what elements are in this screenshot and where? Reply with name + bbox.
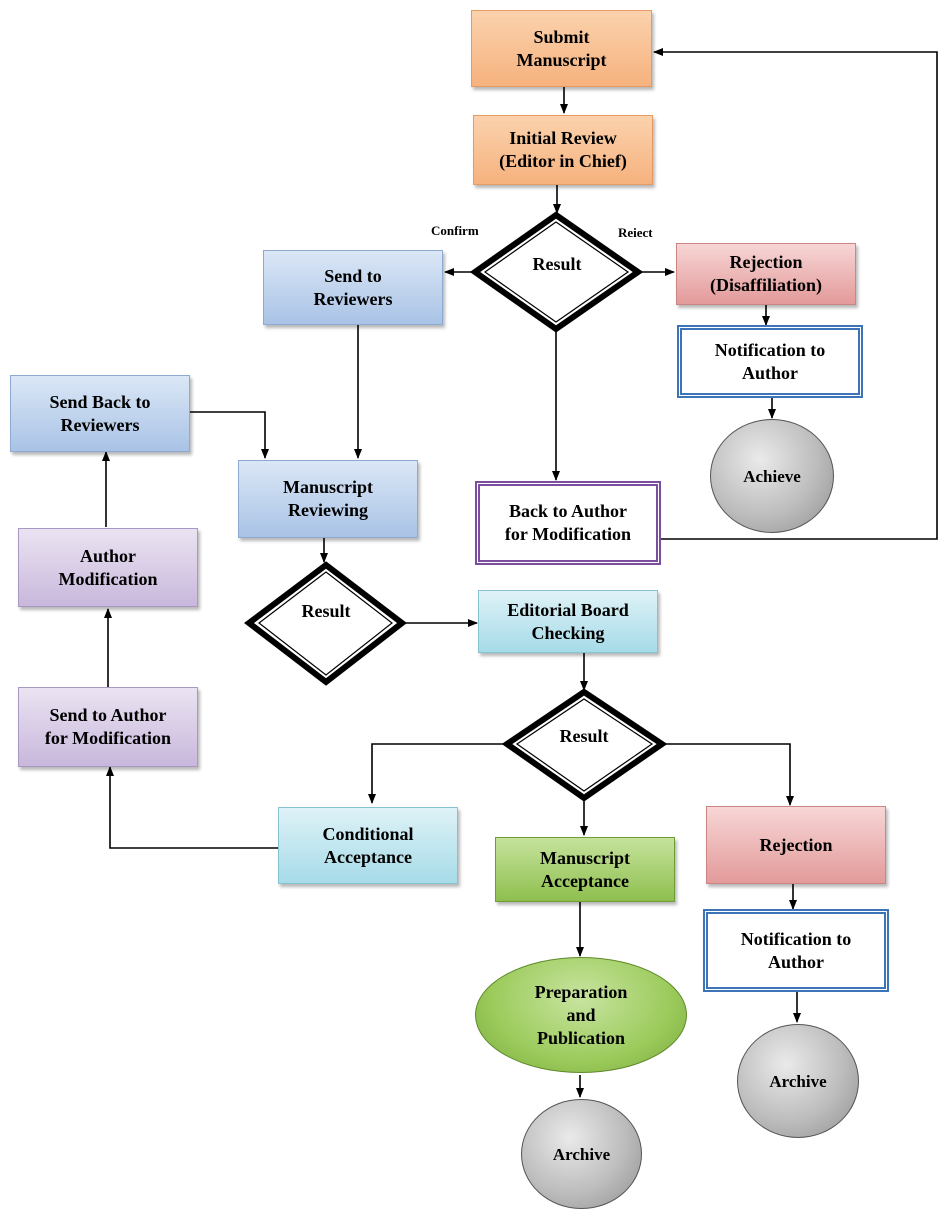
arrow-result3-to-conditional — [368, 743, 507, 804]
confirm-label: Confirm — [431, 223, 479, 238]
initial-review-node: Initial Review (Editor in Chief) — [473, 115, 653, 185]
archive-node-2: Archive — [737, 1024, 859, 1138]
reject-label: Reiect — [618, 225, 653, 240]
result2-diamond — [244, 561, 407, 686]
rejection-node-2: Rejection — [706, 806, 886, 884]
decision-diamonds — [244, 211, 668, 802]
preparation-publication-node: Preparation and Publication — [475, 957, 687, 1073]
send-to-author-node: Send to Author for Modification — [18, 687, 198, 767]
manuscript-acceptance-node: Manuscript Acceptance — [495, 837, 675, 902]
result1-diamond — [469, 211, 644, 333]
arrow-result3-to-rejection2 — [662, 743, 794, 806]
arrow-conditional-to-send-to-author — [106, 766, 278, 849]
send-to-reviewers-node: Send to Reviewers — [263, 250, 443, 325]
author-modification-node: Author Modification — [18, 528, 198, 607]
editorial-board-checking-node: Editorial Board Checking — [478, 590, 658, 653]
arrow-back-to-author-to-submit — [653, 48, 938, 540]
achieve-node: Achieve — [710, 419, 834, 533]
manuscript-reviewing-node: Manuscript Reviewing — [238, 460, 418, 538]
rejection-disaffiliation-node: Rejection (Disaffiliation) — [676, 243, 856, 305]
conditional-acceptance-node: Conditional Acceptance — [278, 807, 458, 884]
result3-label: Result — [559, 726, 609, 746]
notification-to-author-node-1: Notification to Author — [677, 325, 863, 398]
result3-diamond — [501, 688, 668, 802]
send-back-to-reviewers-node: Send Back to Reviewers — [10, 375, 190, 452]
archive-node-1: Archive — [521, 1099, 642, 1209]
result2-label: Result — [301, 601, 351, 621]
arrow-send-back-to-reviewing — [190, 411, 269, 459]
submit-manuscript-node: Submit Manuscript — [471, 10, 652, 87]
notification-to-author-node-2: Notification to Author — [703, 909, 889, 992]
result1-label: Result — [532, 254, 582, 274]
back-to-author-node: Back to Author for Modification — [475, 481, 661, 565]
